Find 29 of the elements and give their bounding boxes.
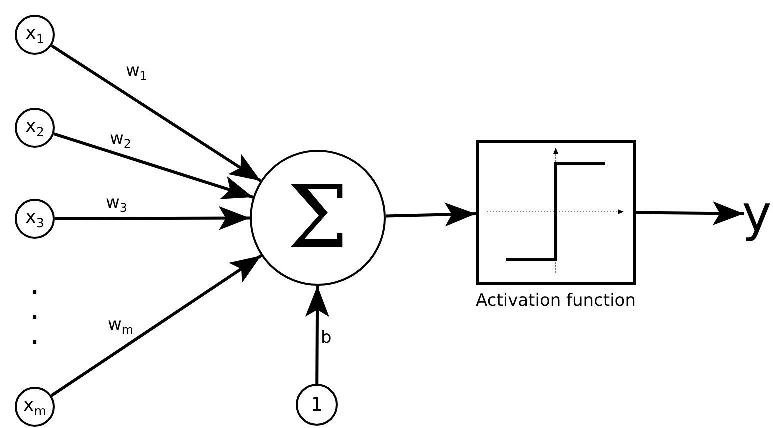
node-label: 1	[310, 396, 324, 414]
node-label: x$_{1}$	[26, 24, 44, 46]
output-label: y	[744, 189, 770, 239]
arrow	[386, 202, 476, 227]
ellipsis-dot: .	[30, 326, 40, 348]
arrow	[50, 254, 262, 398]
sum-symbol: Σ	[288, 175, 348, 261]
edge-label: b	[320, 329, 333, 348]
node-label: x$_{2}$	[26, 118, 44, 138]
edge-label: w$_{1}$	[125, 62, 148, 84]
arrow	[636, 202, 744, 226]
ellipsis-dot: .	[30, 276, 40, 298]
arrow	[50, 44, 262, 182]
function-box	[476, 140, 636, 284]
edge-label: w$_{2}$	[109, 130, 132, 152]
edge-label: w$_{m}$	[107, 316, 134, 338]
arrow	[54, 132, 254, 200]
node-label: x$_{m}$	[24, 396, 46, 418]
neuron-circle	[15, 387, 55, 427]
arrow	[305, 286, 330, 384]
ellipsis-dot: .	[30, 301, 40, 323]
edge-label: w$_{3}$	[105, 194, 128, 216]
neuron-circle	[296, 384, 338, 426]
node-label: x$_{3}$	[26, 208, 44, 230]
arrow	[55, 206, 250, 230]
neuron-circle	[15, 199, 55, 239]
node-label: Activation function	[475, 292, 637, 310]
neuron-circle	[15, 108, 55, 148]
neuron-circle	[15, 15, 55, 55]
